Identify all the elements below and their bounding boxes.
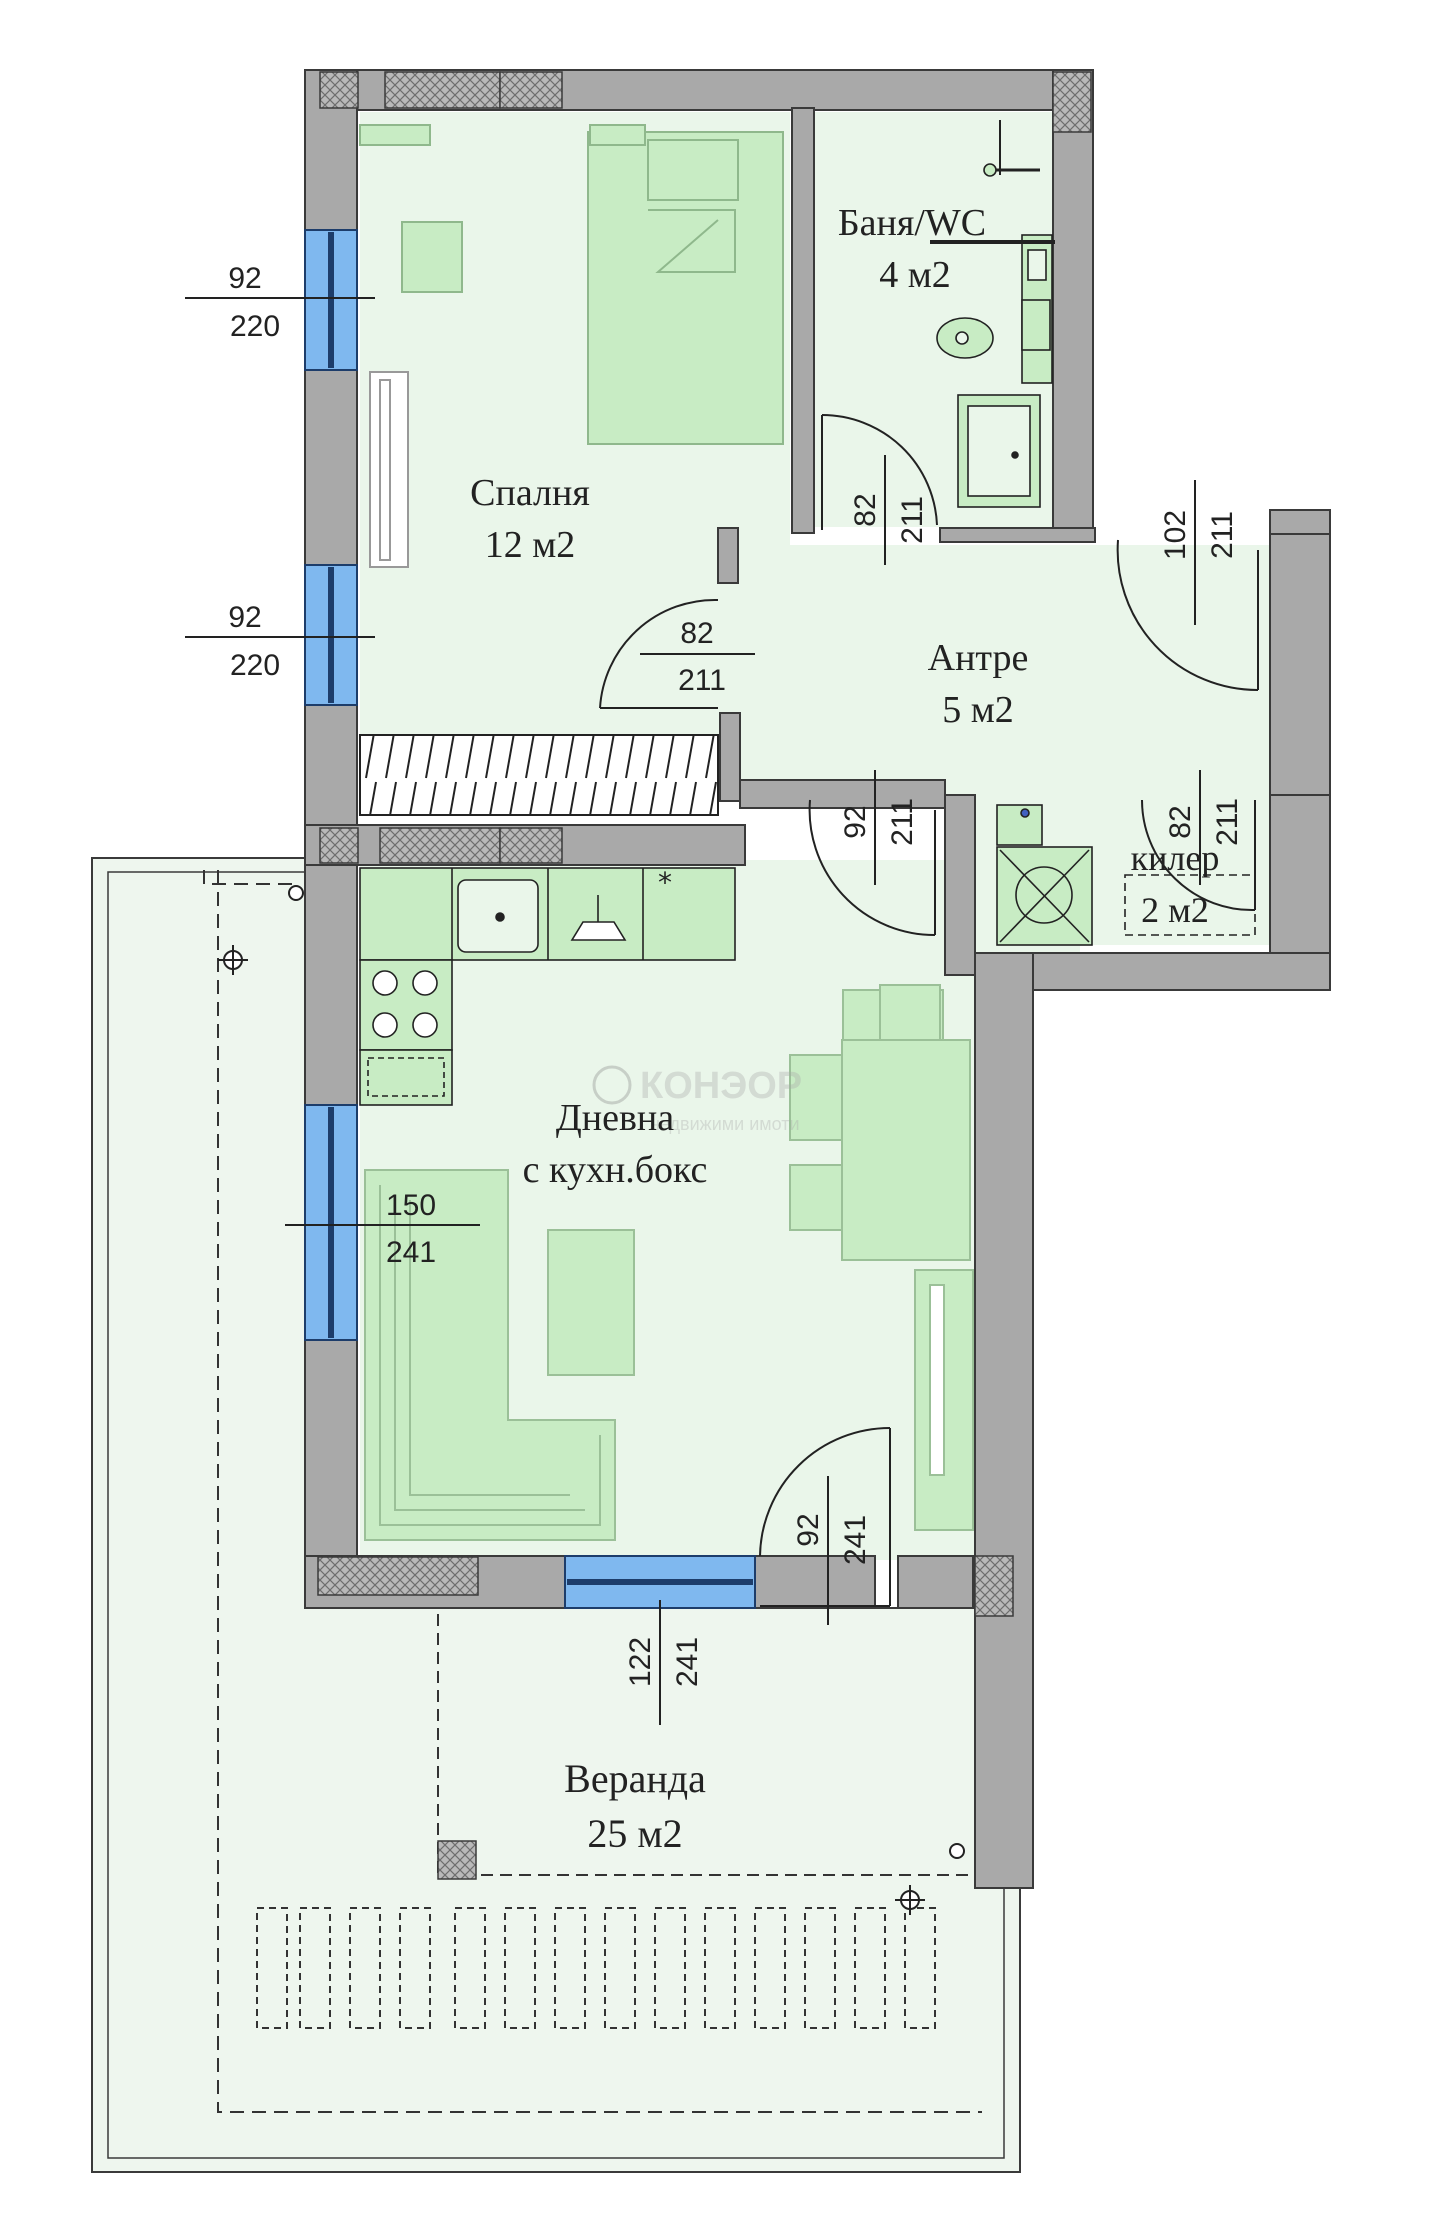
- hall-area: 5 м2: [942, 689, 1014, 731]
- window-width-label: 150: [386, 1189, 436, 1222]
- door-width-label: 82: [680, 617, 713, 650]
- bathroom-name: Баня/WC: [838, 202, 986, 244]
- window-bedroom-bottom: [304, 564, 358, 706]
- bedroom-name: Спалня: [470, 472, 590, 514]
- veranda-dashed-outline: [217, 870, 982, 2113]
- doors: [599, 413, 1259, 1607]
- window-width-label: 92: [228, 601, 261, 634]
- door-height-label: 241: [671, 1637, 704, 1687]
- door-height-label: 211: [1211, 798, 1244, 846]
- window-height-label: 220: [230, 649, 280, 682]
- dimension-labels: 92 220 92 220 150 241 82 211 82 211 102 …: [228, 262, 1244, 1687]
- window-bedroom-top: [304, 229, 358, 371]
- svg-text:недвижими имоти: недвижими имоти: [650, 1114, 800, 1134]
- kitchen: *: [359, 866, 736, 1106]
- pantry-area: 2 м2: [1141, 890, 1209, 930]
- wardrobe: [359, 734, 719, 816]
- pantry-name: килер: [1131, 838, 1220, 878]
- snowflake-icon: *: [658, 866, 672, 899]
- door-height-label: 241: [839, 1515, 872, 1565]
- living-name: Дневна: [556, 1097, 674, 1139]
- veranda-area: 25 м2: [587, 1811, 682, 1856]
- watermark: КОНЭОР недвижими имоти: [592, 1065, 802, 1134]
- door-width-label: 92: [792, 1513, 825, 1546]
- door-width-label: 92: [839, 805, 872, 838]
- window-width-label: 92: [228, 262, 261, 295]
- door-height-label: 211: [678, 664, 726, 697]
- hall-name: Антре: [928, 637, 1029, 679]
- stove: [359, 959, 453, 1051]
- window-height-label: 241: [386, 1236, 436, 1269]
- pantry-fixtures: [996, 804, 1256, 946]
- bathroom-fixtures: [930, 120, 1055, 508]
- door-width-label: 122: [624, 1637, 657, 1687]
- concrete-columns: [317, 71, 1092, 1617]
- veranda-name: Веранда: [564, 1756, 706, 1801]
- door-height-label: 211: [896, 496, 929, 544]
- outlet-icon: [288, 885, 304, 901]
- door-width-label: 102: [1159, 510, 1192, 560]
- bedroom-furniture: [359, 124, 784, 568]
- window-living: [304, 1104, 358, 1341]
- window-veranda-door: [564, 1555, 756, 1609]
- column: [437, 1840, 477, 1880]
- logo-icon: [592, 1065, 632, 1105]
- door-width-label: 82: [1164, 805, 1197, 838]
- hood-icon: [570, 895, 627, 941]
- window-height-label: 220: [230, 310, 280, 343]
- living-name2: с кухн.бокс: [523, 1149, 708, 1191]
- room-labels: Спалня 12 м2 Баня/WC 4 м2 Антре 5 м2 кил…: [470, 202, 1219, 1856]
- door-width-label: 82: [849, 493, 882, 526]
- living-furniture: [364, 984, 974, 1541]
- bedroom-area: 12 м2: [485, 524, 576, 566]
- bathroom-area: 4 м2: [879, 254, 951, 296]
- svg-text:КОНЭОР: КОНЭОР: [640, 1065, 802, 1107]
- dimension-lines: [185, 297, 1201, 1725]
- floor-drain-icon: [895, 1885, 925, 1915]
- outlet-icon: [949, 1843, 965, 1859]
- floor-drain-icon: [218, 945, 248, 975]
- door-height-label: 211: [886, 798, 919, 846]
- door-height-label: 211: [1206, 511, 1239, 559]
- veranda: [91, 857, 1021, 2173]
- planter-row: [256, 1907, 936, 2029]
